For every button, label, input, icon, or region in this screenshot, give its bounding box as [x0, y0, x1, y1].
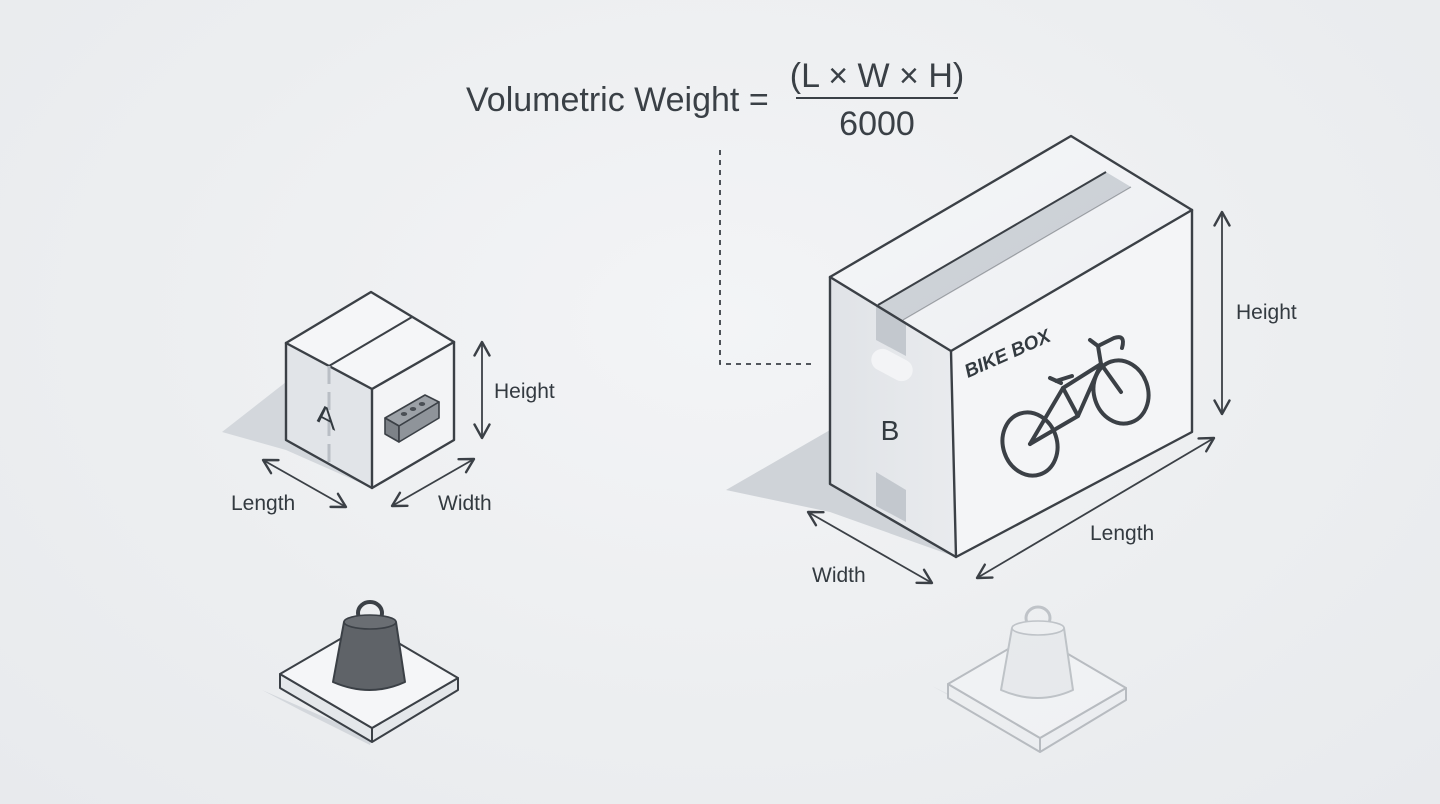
- box-b-letter: B: [881, 415, 900, 446]
- formula-lhs: Volumetric Weight =: [466, 81, 769, 119]
- scale-b: [932, 605, 1127, 753]
- formula: Volumetric Weight = (L × W × H) 6000: [466, 57, 964, 143]
- box-b-height-label: Height: [1236, 301, 1297, 324]
- box-a-length-label: Length: [231, 492, 295, 515]
- scale-a: [262, 600, 459, 745]
- box-b-tape-top: [878, 172, 1131, 320]
- brick-icon: [384, 394, 440, 443]
- box-b-width-arrow: [806, 510, 934, 585]
- formula-numerator: (L × W × H): [790, 57, 964, 95]
- box-b: B BIKE BOX Height Width Length: [726, 134, 1297, 587]
- weight-heavy-icon: [332, 600, 406, 691]
- formula-connector-line: [719, 150, 812, 365]
- box-b-length-arrow: [975, 436, 1216, 580]
- weight-light-icon: [1000, 605, 1074, 699]
- box-b-handle-slot: [871, 348, 913, 382]
- box-a-width-arrow: [390, 457, 476, 508]
- box-a-outline: [284, 290, 456, 490]
- box-a-height-label: Height: [494, 380, 555, 403]
- box-a-length-arrow: [261, 458, 348, 509]
- box-b-tape-side-bottom: [876, 472, 906, 522]
- box-b-length-label: Length: [1090, 522, 1154, 545]
- box-a-width-label: Width: [438, 492, 492, 515]
- box-a-letter: A: [317, 397, 336, 438]
- box-b-outline: [828, 134, 1194, 559]
- box-b-left-face: [830, 277, 956, 557]
- scale-a-shadow: [262, 690, 372, 745]
- formula-denominator: 6000: [839, 105, 915, 143]
- box-b-width-label: Width: [812, 564, 866, 587]
- box-a: A Height Length Width: [222, 290, 555, 515]
- box-a-tape-top: [328, 316, 413, 367]
